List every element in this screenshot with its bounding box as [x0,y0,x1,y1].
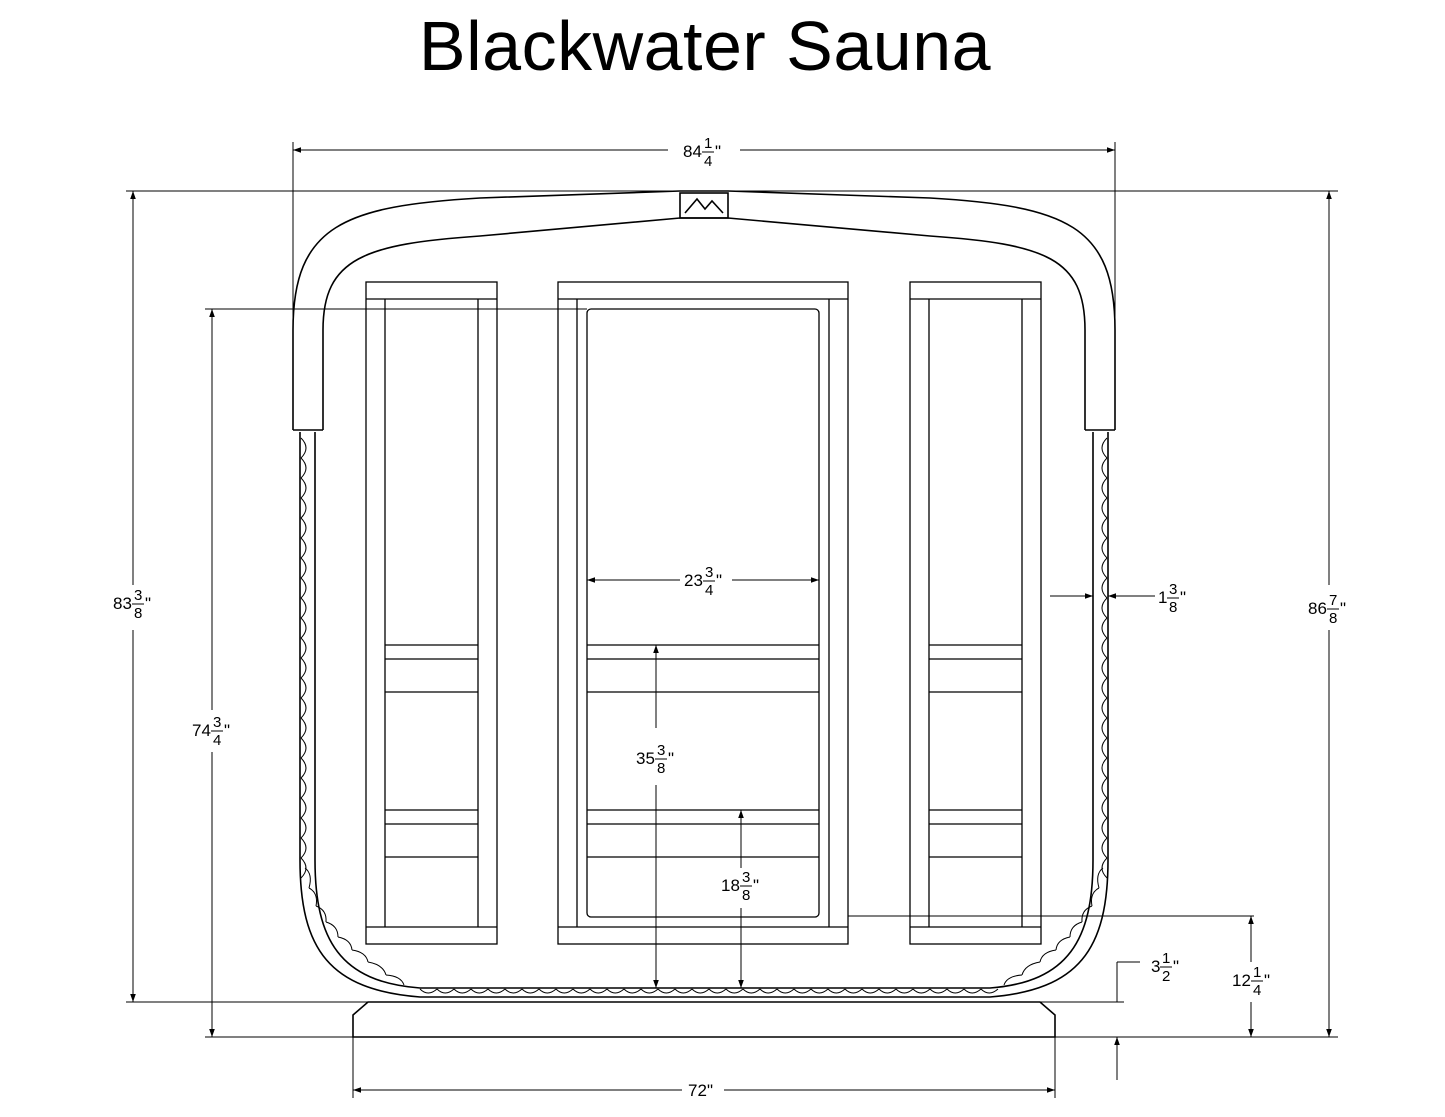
svg-text:72: 72 [688,1081,707,1100]
svg-text:83: 83 [113,594,132,613]
svg-text:3: 3 [1151,957,1160,976]
extension-lines [126,142,1338,1098]
svg-text:7: 7 [1329,592,1337,609]
dim-left-height: 83 3 8 " [113,587,151,622]
dim-inner-height: 74 3 4 " [192,714,230,749]
svg-text:8: 8 [742,887,750,904]
right-window [909,281,1042,945]
svg-text:1: 1 [704,135,712,152]
svg-text:": " [753,876,759,895]
svg-text:4: 4 [213,732,221,749]
dim-base-width: 72 " [688,1081,713,1100]
dim-overall-height: 86 7 8 " [1308,592,1346,627]
dim-floor-offset: 3 1 2 " [1151,950,1179,985]
svg-text:84: 84 [683,142,702,161]
dimension-lines [130,147,1332,1093]
svg-text:8: 8 [657,760,665,777]
svg-text:": " [224,721,230,740]
svg-text:3: 3 [705,564,713,581]
svg-text:": " [668,749,674,768]
mountain-logo-icon [679,192,729,219]
svg-text:": " [1180,588,1186,607]
svg-text:1: 1 [1253,964,1261,981]
diagram-title: Blackwater Sauna [418,7,992,85]
svg-text:86: 86 [1308,599,1327,618]
svg-text:": " [1173,957,1179,976]
svg-text:35: 35 [636,749,655,768]
svg-text:18: 18 [721,876,740,895]
svg-text:74: 74 [192,721,211,740]
svg-text:": " [1264,971,1270,990]
stave-pattern [300,437,1108,994]
left-window [365,281,498,945]
svg-text:": " [707,1081,713,1100]
dim-base-height: 12 1 4 " [1232,964,1270,999]
svg-text:4: 4 [1253,982,1261,999]
dim-bench-lower: 18 3 8 " [721,869,759,904]
svg-text:": " [145,594,151,613]
svg-text:12: 12 [1232,971,1251,990]
dim-door-width: 23 3 4 " [684,564,722,599]
svg-text:3: 3 [657,742,665,759]
svg-text:3: 3 [1169,581,1177,598]
door [557,281,849,945]
svg-text:1: 1 [1158,588,1167,607]
svg-text:1: 1 [1162,950,1170,967]
dim-bench-upper: 35 3 8 " [636,742,674,777]
svg-text:": " [716,571,722,590]
svg-text:": " [1340,599,1346,618]
svg-text:3: 3 [213,714,221,731]
svg-text:4: 4 [705,582,713,599]
svg-text:8: 8 [1169,599,1177,616]
svg-text:2: 2 [1162,968,1170,985]
sauna-shell [292,190,1116,1038]
svg-text:4: 4 [704,153,712,170]
svg-text:23: 23 [684,571,703,590]
svg-text:": " [715,142,721,161]
svg-text:8: 8 [1329,610,1337,627]
dim-overall-width: 84 1 4 " [683,135,721,170]
svg-text:3: 3 [134,587,142,604]
svg-text:8: 8 [134,605,142,622]
svg-text:3: 3 [742,869,750,886]
dim-wall-thickness: 1 3 8 " [1158,581,1186,616]
